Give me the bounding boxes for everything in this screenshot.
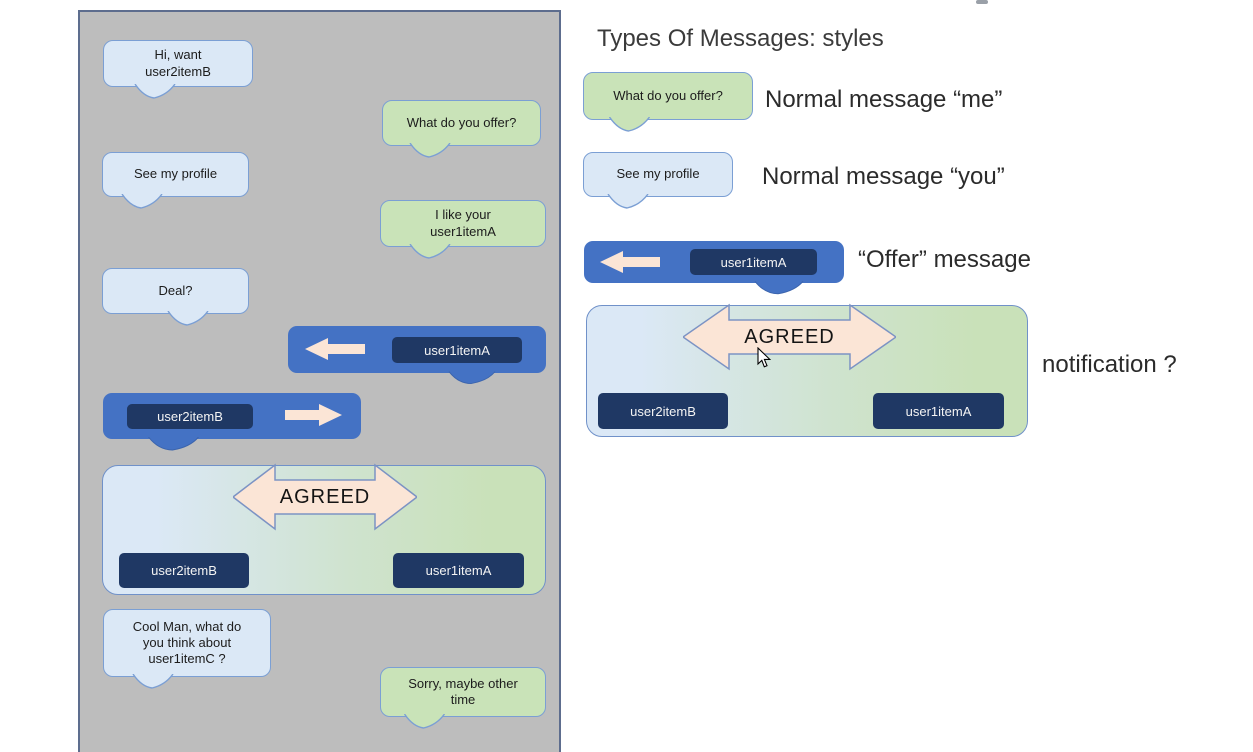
legend-offer-message[interactable]: user1itemA bbox=[584, 241, 844, 295]
chat-bubble-me[interactable]: What do you offer? bbox=[382, 100, 541, 158]
chat-bubble-you[interactable]: Deal? bbox=[102, 268, 249, 326]
chat-bubble-you[interactable]: Cool Man, what do you think about user1i… bbox=[103, 609, 271, 689]
item-badge: user1itemA bbox=[873, 393, 1004, 429]
agreed-arrow-icon: AGREED bbox=[683, 303, 896, 371]
bubble-text: See my profile bbox=[133, 166, 218, 182]
legend-notification-label: notification ? bbox=[1042, 351, 1177, 378]
bubble-tail-icon bbox=[607, 194, 649, 209]
legend-me-bubble[interactable]: What do you offer? bbox=[583, 72, 753, 132]
bubble-tail-icon bbox=[409, 143, 451, 158]
agreed-label: AGREED bbox=[744, 325, 835, 348]
legend-me-label: Normal message “me” bbox=[765, 86, 1003, 113]
legend-you-label: Normal message “you” bbox=[762, 163, 1005, 190]
bubble-text: I like your user1itemA bbox=[430, 207, 496, 239]
legend-agreed-notification[interactable]: AGREED user2itemB user1itemA bbox=[586, 303, 1028, 437]
offer-tail-icon bbox=[448, 371, 496, 385]
bubble-text: Hi, want user2itemB bbox=[145, 47, 211, 79]
agreed-arrow-icon: AGREED bbox=[233, 463, 417, 531]
legend-you-bubble[interactable]: See my profile bbox=[583, 152, 733, 209]
item-badge: user1itemA bbox=[393, 553, 524, 588]
offer-tail-icon bbox=[754, 281, 804, 295]
item-badge: user2itemB bbox=[119, 553, 249, 588]
agreed-notification[interactable]: AGREED user2itemB user1itemA bbox=[102, 463, 546, 595]
bubble-text: See my profile bbox=[616, 166, 700, 182]
bubble-text: Deal? bbox=[158, 282, 193, 298]
offer-message-outgoing[interactable]: user2itemB bbox=[103, 393, 361, 451]
chat-bubble-you[interactable]: See my profile bbox=[102, 152, 249, 209]
agreed-label: AGREED bbox=[279, 485, 371, 508]
chat-bubble-me[interactable]: Sorry, maybe other time bbox=[380, 667, 546, 729]
right-arrow-icon bbox=[285, 404, 342, 426]
page-title: Types Of Messages: styles bbox=[597, 25, 884, 52]
item-badge: user1itemA bbox=[690, 249, 817, 275]
chat-bubble-you[interactable]: Hi, want user2itemB bbox=[103, 40, 253, 99]
bubble-tail-icon bbox=[403, 714, 446, 729]
item-badge: user2itemB bbox=[598, 393, 728, 429]
bubble-tail-icon bbox=[132, 674, 174, 689]
item-badge: user1itemA bbox=[392, 337, 522, 363]
bubble-tail-icon bbox=[409, 244, 451, 259]
bubble-text: What do you offer? bbox=[613, 87, 723, 103]
mouse-cursor-icon bbox=[757, 347, 772, 368]
item-badge: user2itemB bbox=[127, 404, 253, 429]
bubble-tail-icon bbox=[167, 311, 209, 326]
bubble-tail-icon bbox=[134, 84, 176, 99]
left-arrow-icon bbox=[305, 338, 365, 360]
bubble-text: Sorry, maybe other time bbox=[408, 675, 518, 707]
legend-offer-label: “Offer” message bbox=[858, 246, 1031, 273]
bubble-tail-icon bbox=[608, 117, 651, 132]
bubble-text: Cool Man, what do you think about user1i… bbox=[132, 618, 242, 667]
chat-bubble-me[interactable]: I like your user1itemA bbox=[380, 200, 546, 259]
offer-tail-icon bbox=[148, 437, 199, 451]
top-edge-artifact bbox=[976, 0, 988, 4]
bubble-tail-icon bbox=[121, 194, 163, 209]
offer-message-incoming[interactable]: user1itemA bbox=[288, 326, 546, 385]
left-arrow-icon bbox=[600, 251, 660, 273]
bubble-text: What do you offer? bbox=[406, 114, 517, 130]
